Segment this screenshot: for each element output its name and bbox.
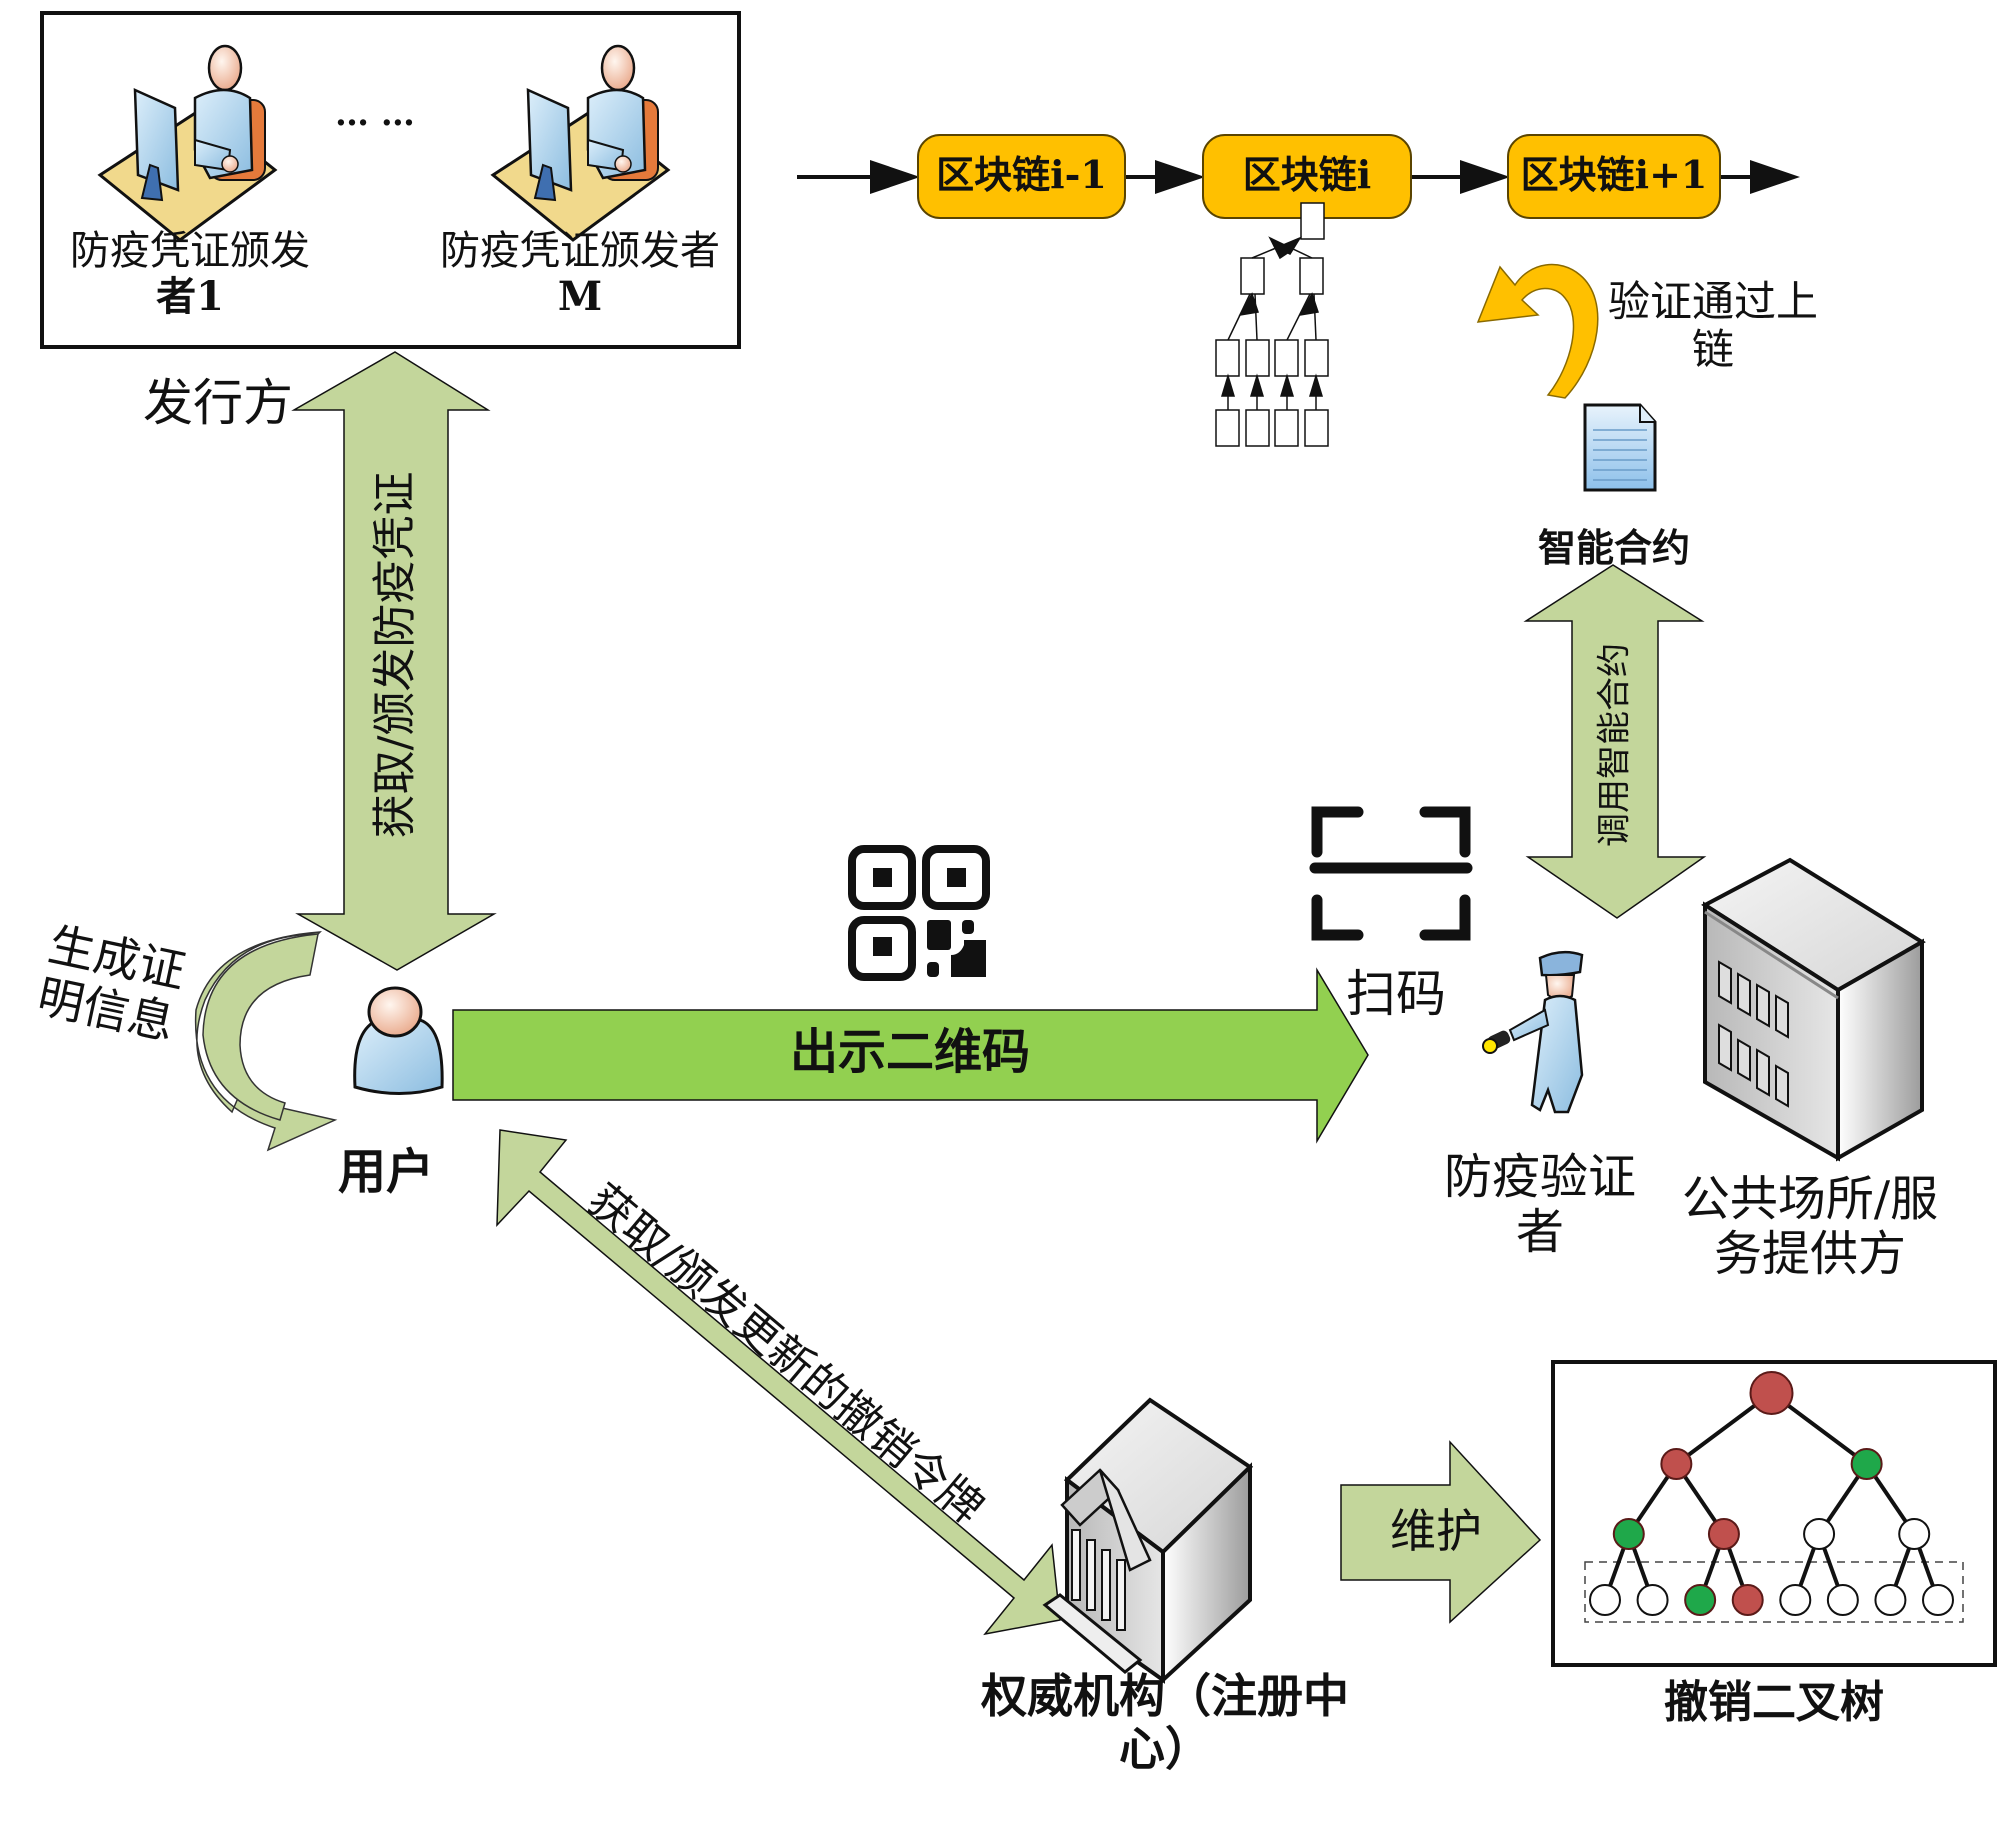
- tree-node-revoked: [1749, 1371, 1794, 1415]
- scan-frame-icon: [1309, 806, 1473, 941]
- merkle-leaf: [1215, 339, 1240, 377]
- user-label: 用户: [338, 1144, 435, 1200]
- tree-node-valid: [1850, 1448, 1883, 1480]
- maintain-label: 维护: [1390, 1504, 1482, 1558]
- issuer-1-label-line1: 防疫凭证颁发: [70, 228, 310, 274]
- block-i-minus-1-label: 区块链i-1: [936, 152, 1107, 197]
- service-label-line1: 公共场所/服: [1681, 1171, 1939, 1227]
- issuer-group-label: 发行方: [143, 374, 293, 432]
- tree-node-empty: [1874, 1584, 1907, 1616]
- verifier-label-line1: 防疫验证: [1443, 1149, 1636, 1205]
- verify-on-chain-label: 验证通过上 链: [1598, 277, 1828, 375]
- tree-node-empty: [1898, 1518, 1931, 1550]
- merkle-tree-diagram: [1215, 202, 1329, 447]
- authority-label-line2: 心）: [1119, 1721, 1211, 1776]
- merkle-root-node: [1300, 202, 1325, 240]
- tree-node-valid: [1612, 1518, 1645, 1550]
- revocation-tree-nodes: [1589, 1371, 1954, 1616]
- issue-credential-double-arrow: [291, 351, 497, 971]
- verify-label-line2: 链: [1691, 325, 1734, 375]
- authority-building-icon: [1042, 1397, 1254, 1685]
- show-qr-label: 出示二维码: [790, 1024, 1031, 1080]
- tree-node-empty: [1803, 1518, 1836, 1550]
- smart-contract-document-icon: [1583, 403, 1657, 492]
- merkle-leaf: [1274, 339, 1299, 377]
- authority-label-line1: 权威机构（注册中: [981, 1669, 1349, 1723]
- verify-label-line1: 验证通过上: [1607, 277, 1818, 326]
- revocation-token-double-arrow: [496, 1129, 1061, 1636]
- merkle-data-block: [1304, 409, 1329, 447]
- invoke-contract-double-arrow: [1523, 564, 1707, 919]
- issuer-m-label: 防疫凭证颁发者 M: [435, 228, 725, 320]
- tree-node-revoked: [1707, 1518, 1740, 1550]
- tree-node-valid: [1684, 1584, 1717, 1616]
- blockchain-chain: [797, 160, 1800, 194]
- merkle-node: [1240, 257, 1265, 295]
- tree-node-empty: [1826, 1584, 1859, 1616]
- maintain-arrow: [1340, 1440, 1542, 1624]
- tree-node-empty: [1636, 1584, 1669, 1616]
- user-avatar-icon: [353, 986, 444, 1095]
- tree-node-empty: [1779, 1584, 1812, 1616]
- issuer-m-workstation-icon: [490, 44, 671, 242]
- revocation-tree-label: 撤销二叉树: [1664, 1677, 1884, 1728]
- block-i-plus-1-label: 区块链i+1: [1520, 152, 1708, 197]
- issue-credential-label: 获取/颁发防疫凭证: [369, 471, 421, 839]
- merkle-leaf: [1304, 339, 1329, 377]
- generate-proof-curved-arrow: [194, 931, 338, 1152]
- issuer-1-label: 防疫凭证颁发 者1: [60, 228, 320, 320]
- merkle-data-block: [1215, 409, 1240, 447]
- show-qr-arrow: [452, 967, 1369, 1144]
- block-i-plus-1: [1507, 134, 1721, 219]
- tree-node-empty: [1589, 1584, 1621, 1616]
- tree-node-revoked: [1731, 1584, 1764, 1616]
- issuer-m-label-line1: 防疫凭证颁发者: [440, 228, 720, 274]
- verify-curved-arrow: [1476, 263, 1599, 399]
- invoke-contract-label: 调用智能合约: [1594, 643, 1635, 847]
- qr-code-icon: [848, 845, 990, 981]
- authority-label: 权威机构（注册中 心）: [955, 1670, 1375, 1776]
- merkle-node: [1299, 257, 1324, 295]
- tree-node-empty: [1922, 1584, 1954, 1616]
- block-i-minus-1: [917, 134, 1126, 219]
- service-label-line2: 务提供方: [1713, 1226, 1906, 1283]
- issuer-1-label-line2: 者1: [156, 273, 224, 320]
- verifier-label: 防疫验证 者: [1435, 1149, 1645, 1261]
- service-provider-label: 公共场所/服 务提供方: [1665, 1171, 1955, 1283]
- service-provider-building-icon: [1701, 857, 1926, 1162]
- tree-node-revoked: [1660, 1448, 1693, 1480]
- merkle-data-block: [1245, 409, 1270, 447]
- verifier-officer-icon: [1482, 950, 1584, 1114]
- verifier-label-line2: 者: [1515, 1204, 1564, 1261]
- issuer-1-workstation-icon: [97, 44, 278, 242]
- merkle-data-block: [1274, 409, 1299, 447]
- scan-label: 扫码: [1346, 965, 1446, 1023]
- merkle-leaf: [1245, 339, 1270, 377]
- issuer-ellipsis: … …: [335, 94, 415, 134]
- issuer-m-label-line2: M: [557, 273, 603, 320]
- smart-contract-label: 智能合约: [1538, 526, 1691, 570]
- block-i-label: 区块链i: [1242, 152, 1372, 197]
